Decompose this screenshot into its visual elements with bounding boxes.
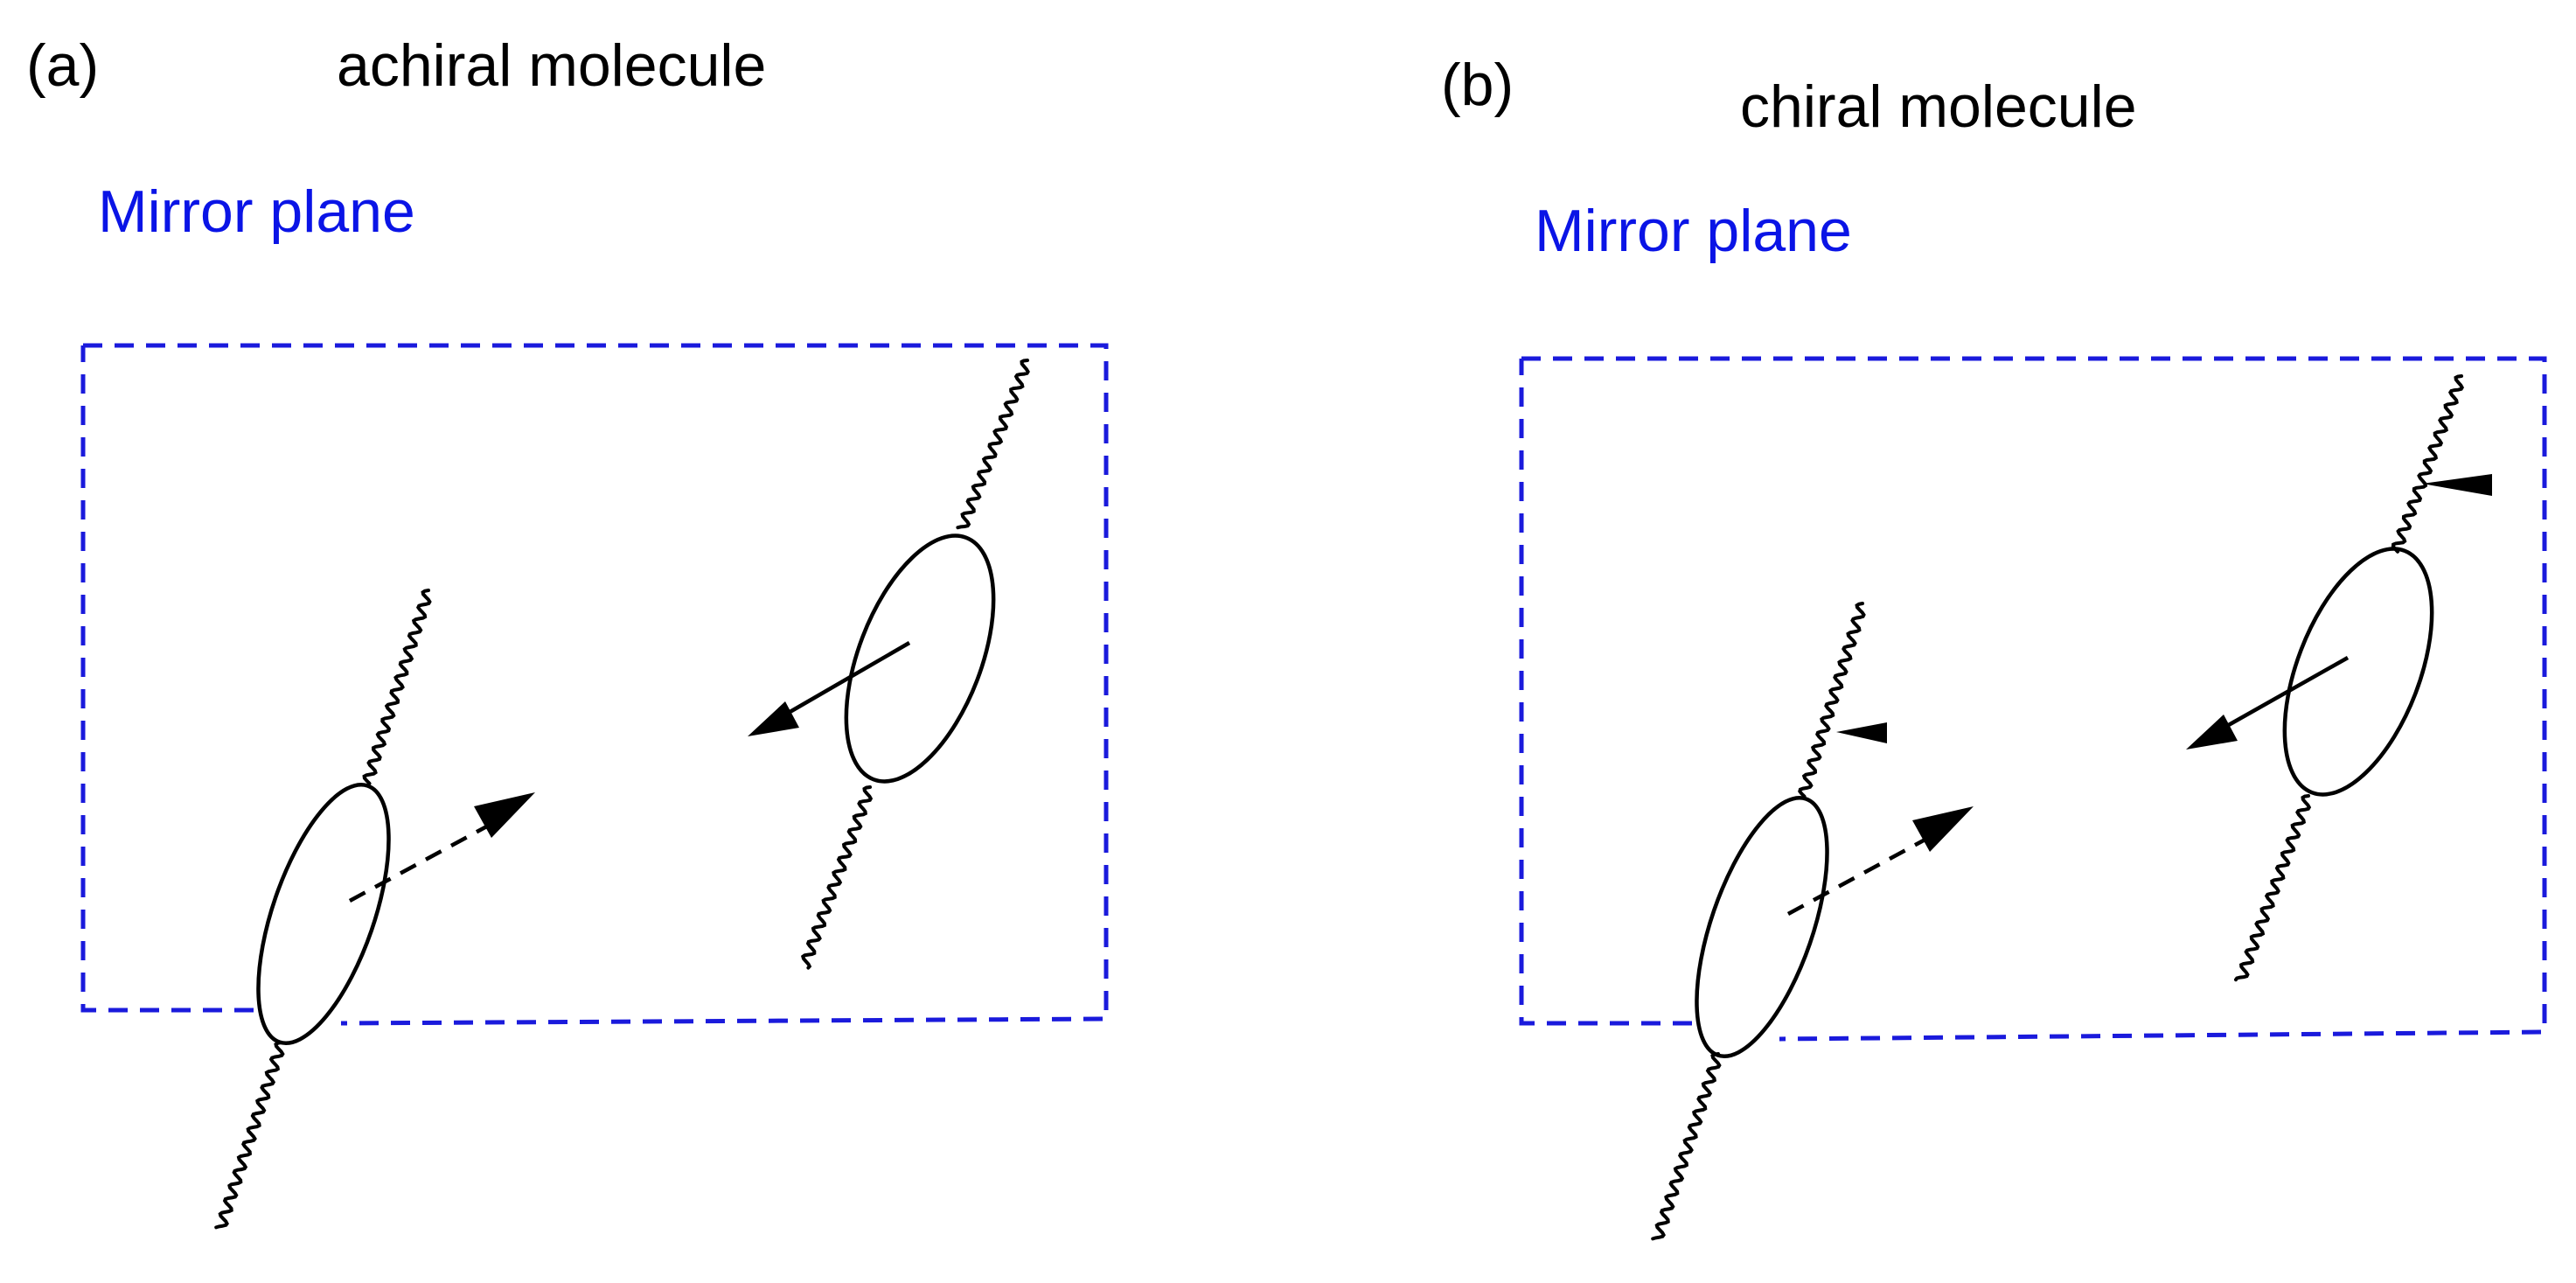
panel-b-title: chiral molecule bbox=[1740, 73, 2137, 140]
panel-a-mirror-label: Mirror plane bbox=[98, 178, 415, 245]
wavy-line-icon bbox=[2391, 374, 2465, 554]
arrow-head bbox=[1912, 806, 1974, 852]
panel-b-mirror-label: Mirror plane bbox=[1535, 198, 1852, 264]
arrow-head bbox=[474, 792, 535, 838]
panel-a-label: (a) bbox=[26, 32, 99, 99]
arrow-head bbox=[748, 701, 799, 736]
wedge-icon bbox=[1836, 722, 1887, 743]
ellipse-orbital-icon bbox=[256, 782, 391, 1046]
ellipse-orbital-icon bbox=[1695, 795, 1829, 1059]
wavy-line-icon bbox=[956, 359, 1030, 530]
panel-a-molecule-front bbox=[214, 589, 535, 1230]
panel-a-molecule-back bbox=[748, 359, 1030, 970]
wedge-icon bbox=[2422, 474, 2492, 496]
wavy-line-icon bbox=[2234, 794, 2312, 982]
wavy-line-icon bbox=[1798, 602, 1866, 798]
panel-a-title: achiral molecule bbox=[337, 32, 766, 99]
dashed-arrow-icon bbox=[1786, 829, 1943, 916]
arrow-head bbox=[2186, 715, 2238, 750]
wavy-line-icon bbox=[1651, 1052, 1722, 1241]
panel-b-label: (b) bbox=[1441, 52, 1514, 118]
ellipse-orbital-icon bbox=[844, 533, 996, 784]
wavy-line-icon bbox=[800, 785, 874, 970]
arrow-icon bbox=[779, 641, 911, 719]
panel-b: (b) chiral molecule Mirror plane bbox=[1441, 52, 2547, 1241]
panel-a: (a) achiral molecule Mirror plane bbox=[26, 32, 1109, 1230]
dashed-arrow-icon bbox=[348, 816, 505, 903]
wavy-line-icon bbox=[362, 589, 432, 785]
panel-b-mirror-plane bbox=[1519, 356, 2547, 1042]
panel-b-molecule-back bbox=[2186, 374, 2492, 982]
ellipse-orbital-icon bbox=[2282, 547, 2434, 797]
arrow-icon bbox=[2217, 656, 2350, 732]
panel-b-molecule-front bbox=[1651, 602, 1974, 1241]
panel-a-mirror-plane bbox=[80, 343, 1109, 1026]
wavy-line-icon bbox=[214, 1041, 285, 1230]
